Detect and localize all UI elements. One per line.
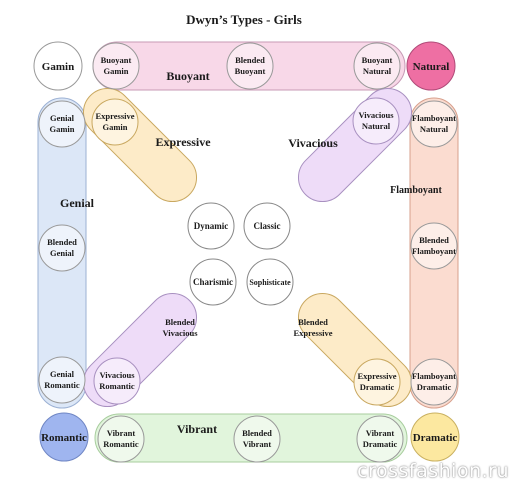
svg-text:Genial: Genial [50,113,75,123]
label-vivacious: Vivacious [288,136,338,150]
svg-text:Vibrant: Vibrant [366,428,395,438]
svg-text:Romantic: Romantic [41,432,87,444]
label-flamboyant: Flamboyant [390,185,442,196]
svg-text:Vibrant: Vibrant [107,428,136,438]
svg-text:Natural: Natural [413,61,450,73]
svg-text:Vivacious: Vivacious [99,370,135,380]
svg-text:Blended: Blended [419,235,449,245]
svg-text:Buoyant: Buoyant [101,55,132,65]
corner-dramatic: Dramatic [410,412,460,462]
svg-text:Charismic: Charismic [193,277,233,287]
circle-vivacious-romantic: Vivacious Romantic [93,357,141,405]
svg-text:Dramatic: Dramatic [363,439,398,449]
circle-vivacious-natural: Vivacious Natural [352,97,400,145]
circle-vibrant-dramatic: Vibrant Dramatic [356,415,404,463]
svg-text:Vivacious: Vivacious [162,328,198,338]
svg-text:Flamboyant: Flamboyant [412,371,456,381]
label-blended-expressive: Blended Expressive [293,317,332,338]
circle-blended-vibrant: Blended Vibrant [233,415,281,463]
svg-text:Vivacious: Vivacious [358,110,394,120]
label-blended-vivacious: Blended Vivacious [162,317,198,338]
svg-text:Sophisticate: Sophisticate [249,278,291,287]
svg-text:Classic: Classic [254,221,281,231]
circle-flamboyant-natural: Flamboyant Natural [410,100,458,148]
svg-text:Blended: Blended [165,317,195,327]
svg-text:Blended: Blended [235,55,265,65]
svg-text:Romantic: Romantic [103,439,139,449]
band-vivacious-lower [82,292,198,408]
svg-text:Gamin: Gamin [49,124,74,134]
band-expressive-lower [297,292,413,408]
label-buoyant: Buoyant [166,69,209,83]
svg-text:Blended: Blended [47,237,77,247]
label-vibrant: Vibrant [177,422,217,436]
watermark: crossfashion.ru [357,460,509,482]
svg-text:Dynamic: Dynamic [194,221,229,231]
circle-expressive-gamin: Expressive Gamin [91,98,139,146]
svg-text:Blended: Blended [242,428,272,438]
center-charismic: Charismic [189,258,237,306]
circle-blended-flamboyant: Blended Flamboyant [410,222,458,270]
svg-text:Natural: Natural [420,124,449,134]
circle-vibrant-romantic: Vibrant Romantic [97,415,145,463]
corner-romantic: Romantic [39,412,89,462]
diagram-title: Dwyn’s Types - Girls [186,12,302,27]
circle-blended-buoyant: Blended Buoyant [226,42,274,90]
svg-text:Dramatic: Dramatic [360,382,395,392]
svg-text:Expressive: Expressive [293,328,332,338]
center-classic: Classic [243,202,291,250]
svg-text:Flamboyant: Flamboyant [412,246,456,256]
circle-genial-gamin: Genial Gamin [38,100,86,148]
svg-text:Romantic: Romantic [44,380,80,390]
svg-text:Buoyant: Buoyant [362,55,393,65]
circle-expressive-dramatic: Expressive Dramatic [353,358,401,406]
svg-text:Genial: Genial [50,369,75,379]
label-expressive: Expressive [155,135,211,149]
corner-natural: Natural [406,41,456,91]
svg-text:Dramatic: Dramatic [413,432,458,444]
svg-text:Expressive: Expressive [357,371,396,381]
svg-text:Natural: Natural [362,121,391,131]
svg-text:Expressive: Expressive [95,111,134,121]
svg-text:Vibrant: Vibrant [243,439,272,449]
svg-text:Romantic: Romantic [99,381,135,391]
svg-text:Flamboyant: Flamboyant [412,113,456,123]
center-dynamic: Dynamic [187,202,235,250]
svg-text:Buoyant: Buoyant [235,66,266,76]
label-genial: Genial [60,196,95,210]
circle-buoyant-gamin: Buoyant Gamin [92,42,140,90]
circle-genial-romantic: Genial Romantic [38,356,86,404]
svg-text:Gamin: Gamin [103,66,128,76]
circle-flamboyant-dramatic: Flamboyant Dramatic [410,358,458,406]
svg-text:Gamin: Gamin [42,61,74,73]
circle-buoyant-natural: Buoyant Natural [353,42,401,90]
svg-text:Blended: Blended [298,317,328,327]
circle-blended-genial: Blended Genial [38,224,86,272]
svg-text:Dramatic: Dramatic [417,382,452,392]
svg-text:Gamin: Gamin [102,122,127,132]
center-sophisticate: Sophisticate [246,258,294,306]
corner-gamin: Gamin [33,41,83,91]
svg-text:Genial: Genial [50,248,75,258]
svg-text:Natural: Natural [363,66,392,76]
